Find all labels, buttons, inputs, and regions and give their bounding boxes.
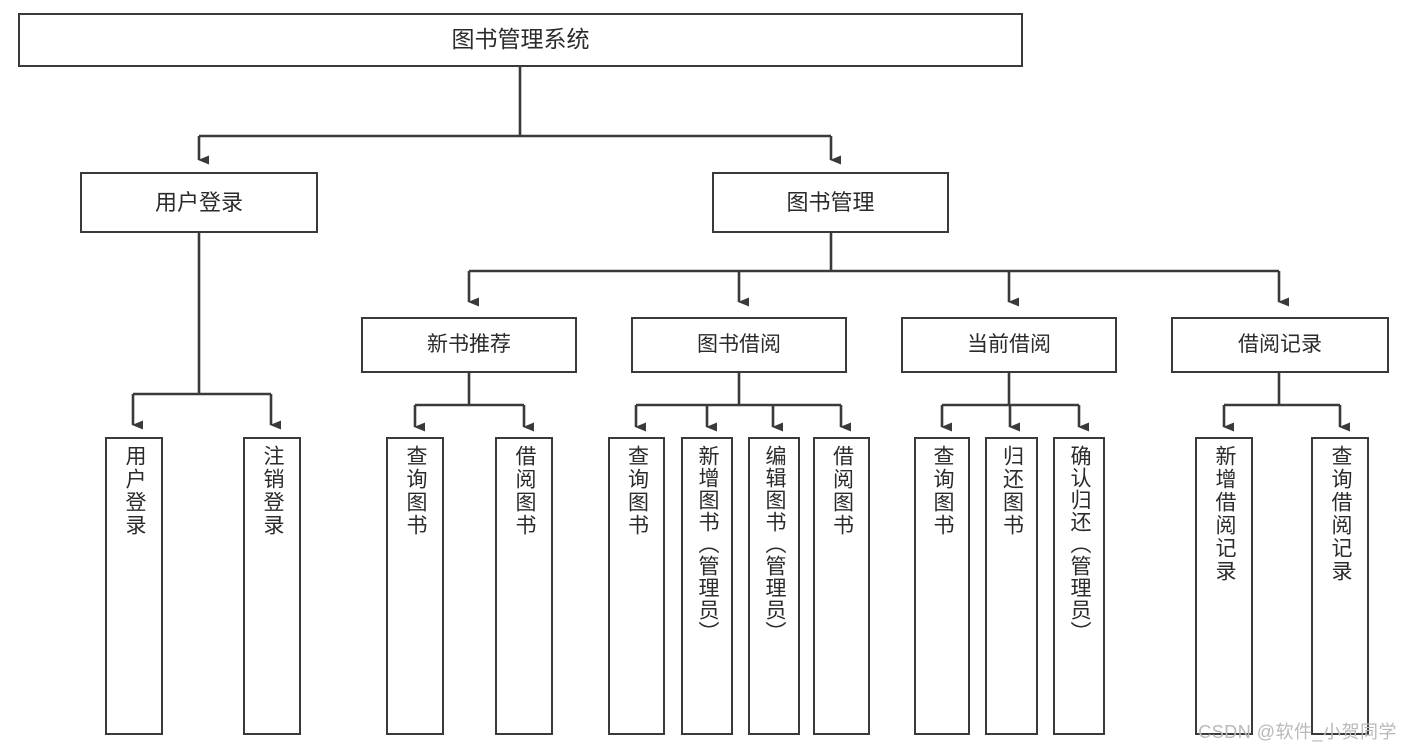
- leaf-label: 查询图书: [404, 445, 428, 537]
- leaf-label: 查询借阅记录: [1329, 445, 1353, 583]
- leaf-return-book[interactable]: 归还图书: [985, 437, 1038, 735]
- leaf-label: 新增借阅记录: [1213, 445, 1237, 583]
- leaf-query-book-borrow[interactable]: 查询图书: [608, 437, 665, 735]
- node-user-login[interactable]: 用户登录: [80, 172, 318, 233]
- leaf-borrow-book[interactable]: 借阅图书: [813, 437, 870, 735]
- node-borrow-record[interactable]: 借阅记录: [1171, 317, 1389, 373]
- leaf-label: 借阅图书: [513, 445, 537, 537]
- leaf-confirm-return-admin[interactable]: 确认归还（管理员）: [1053, 437, 1105, 735]
- leaf-query-book-recommend[interactable]: 查询图书: [386, 437, 444, 735]
- csdn-watermark: CSDN @软件_小贺同学: [1198, 722, 1397, 742]
- leaf-query-borrow-record[interactable]: 查询借阅记录: [1311, 437, 1369, 735]
- node-book-management[interactable]: 图书管理: [712, 172, 949, 233]
- leaf-add-book-admin[interactable]: 新增图书（管理员）: [681, 437, 733, 735]
- leaf-label: 新增图书（管理员）: [696, 445, 720, 643]
- leaf-label: 用户登录: [123, 445, 147, 537]
- leaf-add-borrow-record[interactable]: 新增借阅记录: [1195, 437, 1253, 735]
- node-root-system[interactable]: 图书管理系统: [18, 13, 1023, 67]
- leaf-borrow-book-recommend[interactable]: 借阅图书: [495, 437, 553, 735]
- leaf-label: 归还图书: [1000, 445, 1024, 537]
- node-current-borrow[interactable]: 当前借阅: [901, 317, 1117, 373]
- leaf-label: 注销登录: [261, 445, 285, 537]
- node-book-borrow[interactable]: 图书借阅: [631, 317, 847, 373]
- leaf-label: 确认归还（管理员）: [1068, 445, 1092, 643]
- leaf-user-login[interactable]: 用户登录: [105, 437, 163, 735]
- leaf-label: 查询图书: [931, 445, 955, 537]
- leaf-label: 编辑图书（管理员）: [763, 445, 787, 643]
- node-new-book-recommend[interactable]: 新书推荐: [361, 317, 577, 373]
- leaf-label: 查询图书: [625, 445, 649, 537]
- leaf-logout-login[interactable]: 注销登录: [243, 437, 301, 735]
- leaf-query-book-current[interactable]: 查询图书: [914, 437, 970, 735]
- leaf-edit-book-admin[interactable]: 编辑图书（管理员）: [748, 437, 800, 735]
- leaf-label: 借阅图书: [830, 445, 854, 537]
